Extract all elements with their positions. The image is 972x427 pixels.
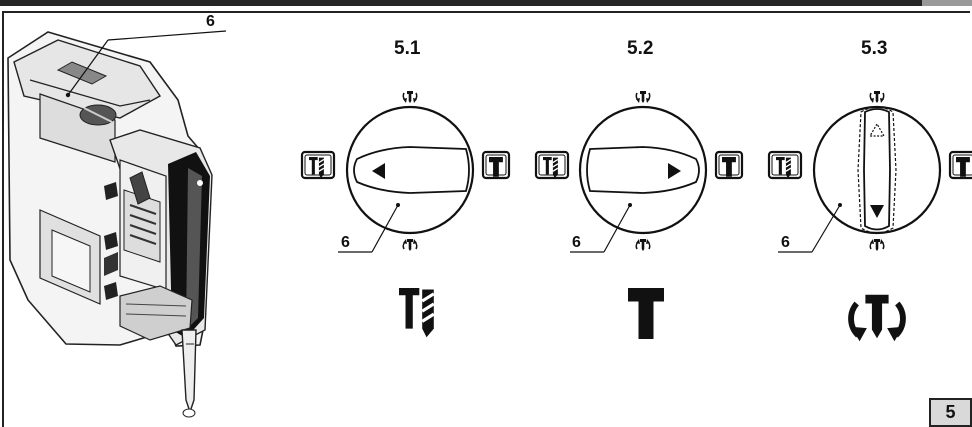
panel-caption-5-1: 5.1 [394, 38, 421, 59]
panel-callout-5-1: 6 [341, 234, 350, 251]
panel-callout-5-2: 6 [572, 234, 581, 251]
selector-panel-5-2 [536, 90, 742, 339]
header-tab [920, 0, 972, 6]
selector-panel-5-1 [302, 90, 509, 339]
panel-callout-5-3: 6 [781, 234, 790, 251]
figure-frame [2, 11, 970, 427]
page-number-badge: 5 [929, 398, 972, 427]
selector-panel-5-3 [769, 90, 972, 341]
header-bar [0, 0, 972, 6]
rotary-hammer-drawing [7, 30, 227, 418]
panel-caption-5-3: 5.3 [861, 38, 888, 59]
panel-caption-5-2: 5.2 [627, 38, 654, 59]
tool-callout-label: 6 [206, 13, 215, 30]
